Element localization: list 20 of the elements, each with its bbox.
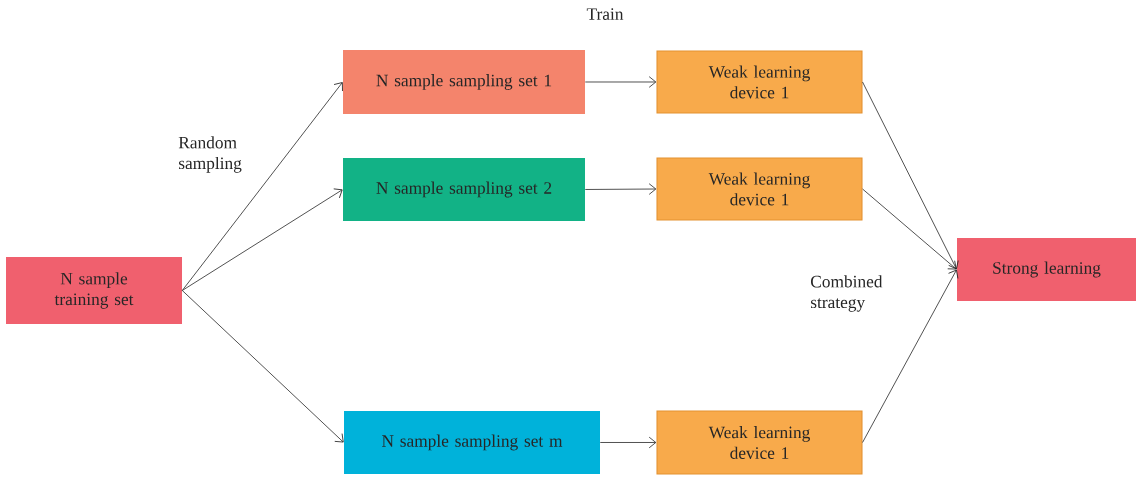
process-box: Weak learning device 1 [656, 410, 863, 475]
arrow [862, 81, 959, 270]
process-box: Weak learning device 1 [656, 157, 863, 221]
arrow [181, 290, 344, 443]
arrow [584, 183, 657, 195]
process-box: N sample sampling set 1 [343, 50, 585, 114]
label-text: Combined strategy [811, 275, 883, 312]
process-box: N sample training set [6, 257, 182, 324]
arrow [599, 436, 657, 449]
arrow [862, 269, 959, 443]
label-text: Random sampling [178, 136, 242, 173]
process-box: N sample sampling set m [344, 411, 600, 474]
arrow [181, 82, 343, 291]
arrow [584, 76, 657, 88]
process-box: Weak learning device 1 [656, 50, 863, 114]
label-text: Train [586, 8, 624, 20]
arrow [181, 188, 343, 291]
process-box: Strong learning [957, 238, 1136, 301]
arrow [862, 188, 957, 270]
process-box: N sample sampling set 2 [343, 158, 585, 221]
